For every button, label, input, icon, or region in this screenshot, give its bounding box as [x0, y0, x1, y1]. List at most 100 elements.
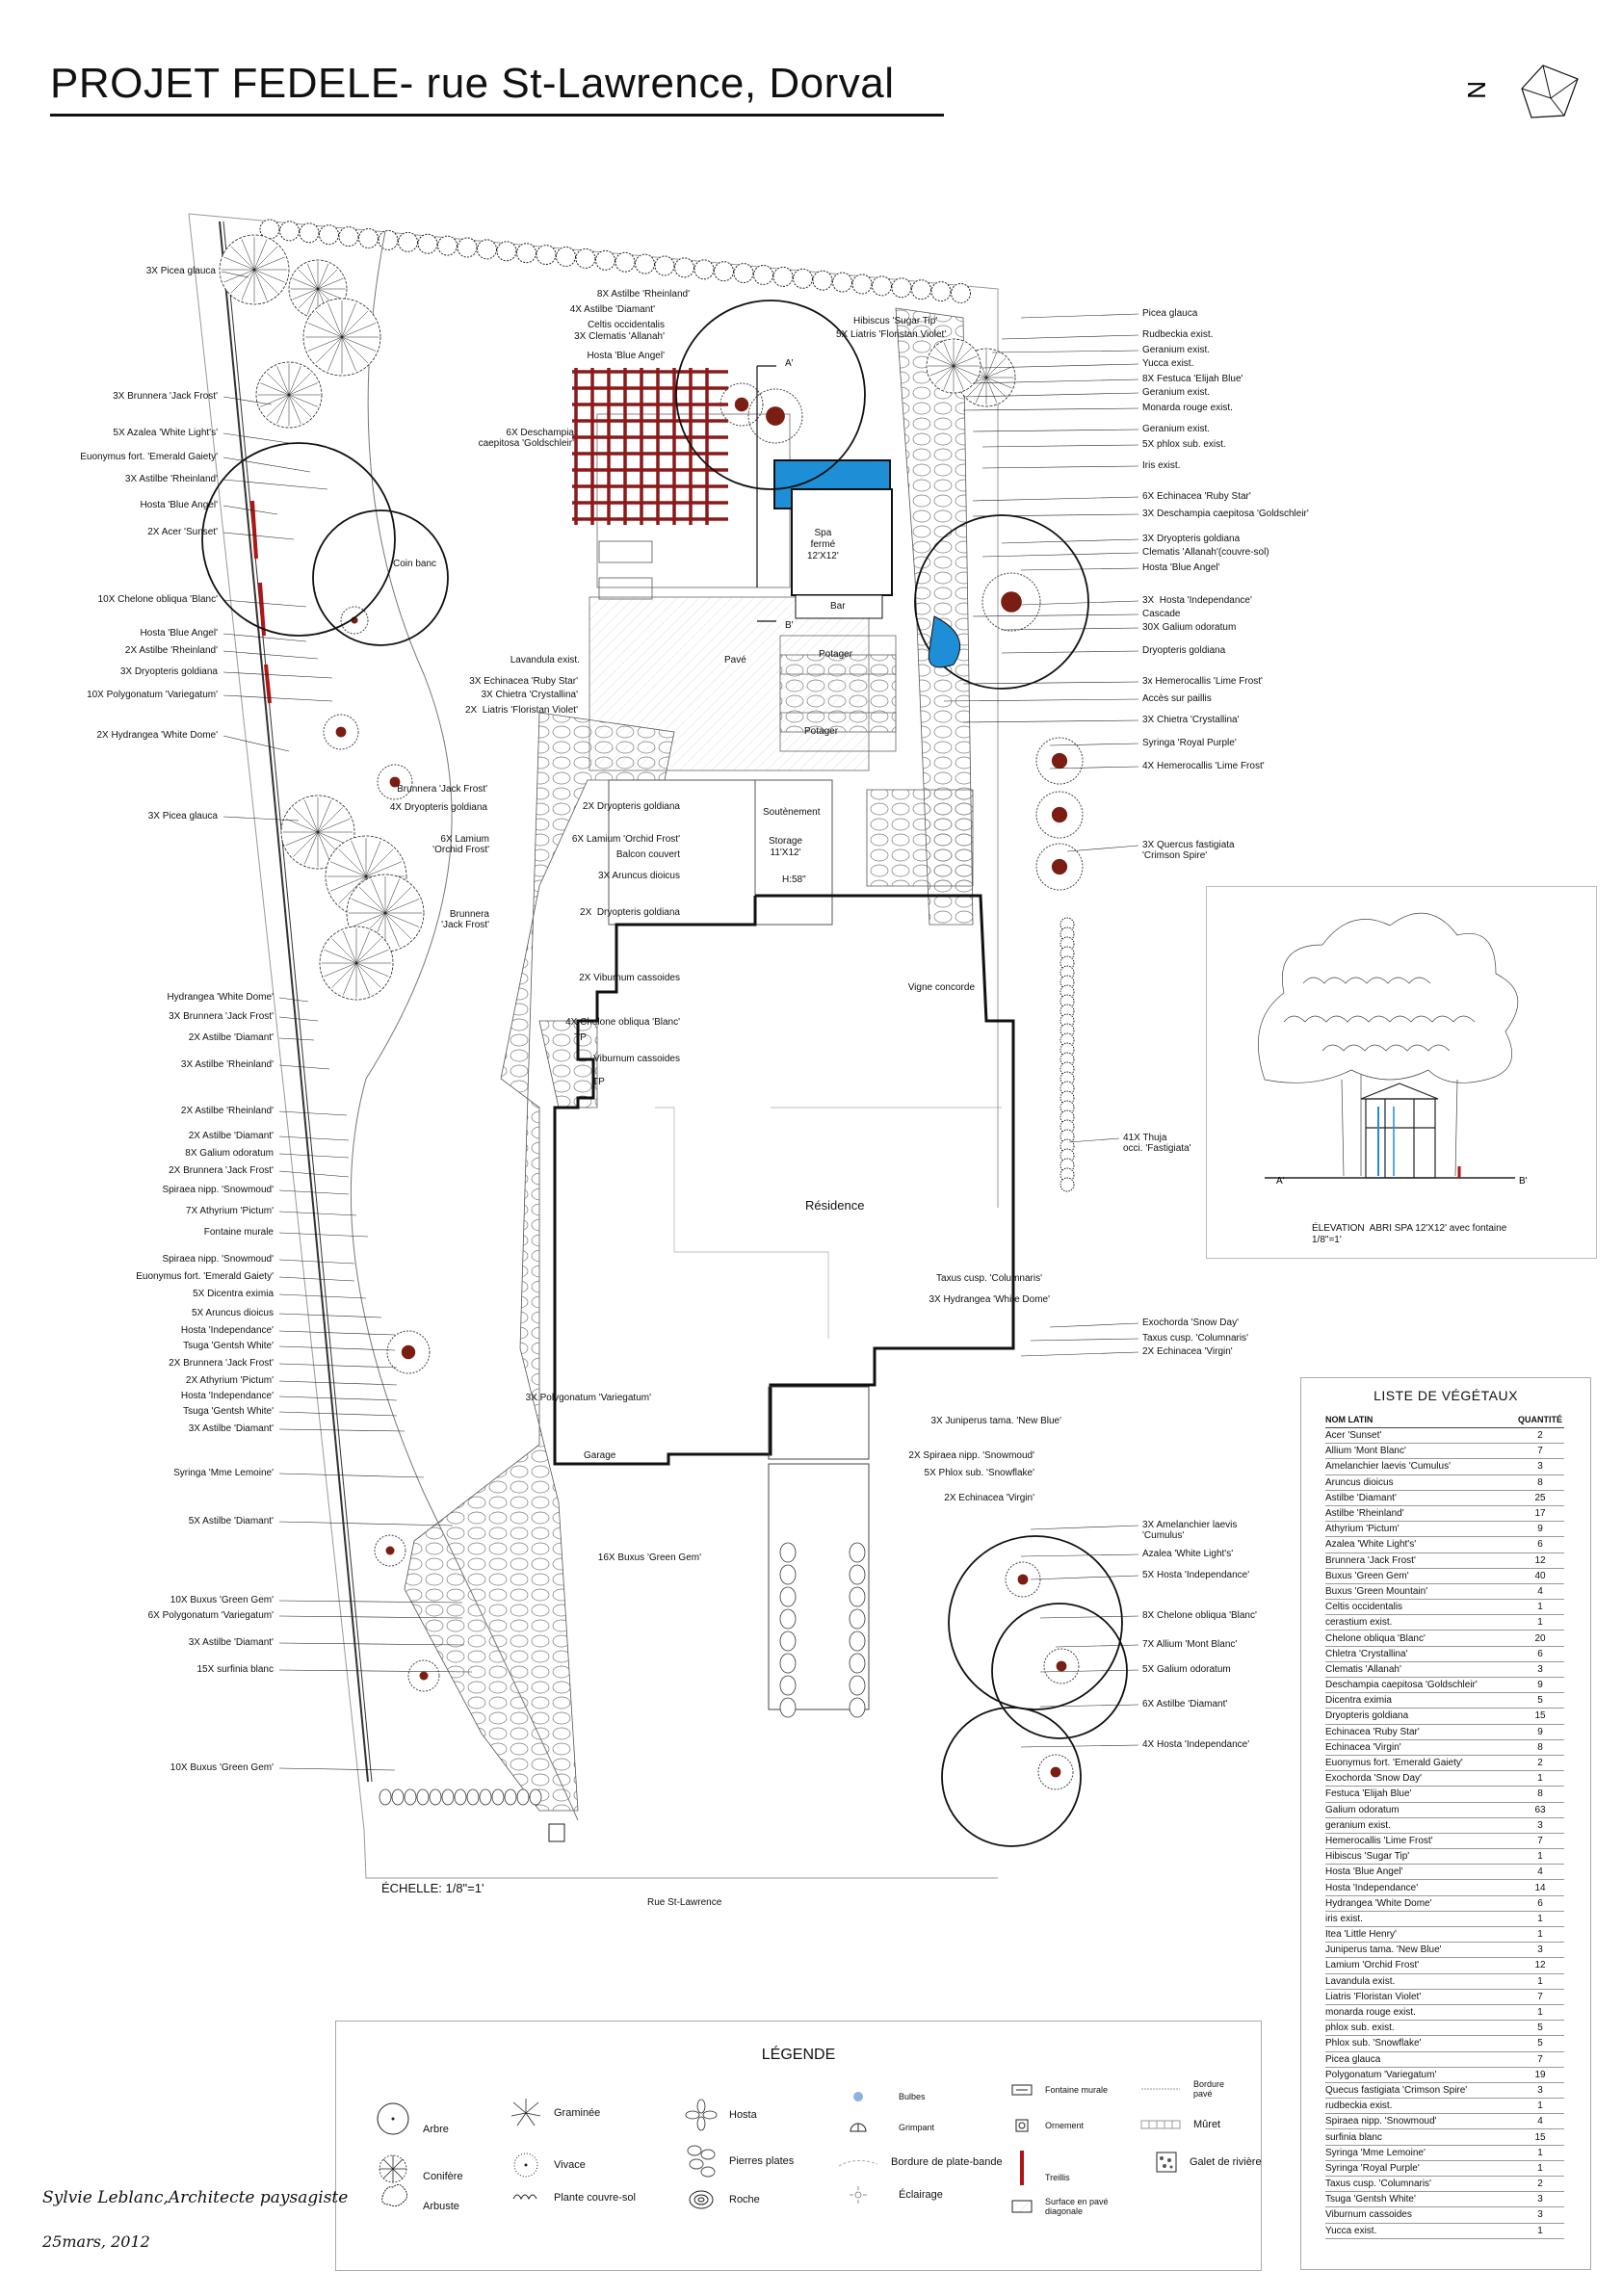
garage-label: Garage	[584, 1450, 616, 1461]
section-b-label: B'	[785, 620, 794, 631]
plant-name: phlox sub. exist.	[1325, 2020, 1516, 2037]
leader-line	[1020, 567, 1139, 571]
shrub-icon	[381, 2183, 408, 2207]
hedge-shrub	[753, 265, 773, 285]
climber-icon	[850, 2123, 867, 2132]
tree	[407, 1659, 440, 1692]
leader-line	[278, 1037, 315, 1041]
buxus-shrub	[466, 1788, 480, 1806]
plant-name: Viburnum cassoides	[1325, 2206, 1516, 2224]
left-plant-label: 2X Hydrangea 'White Dome'	[96, 730, 218, 741]
vegetation-row: Amelanchier laevis 'Cumulus'3	[1325, 1458, 1564, 1475]
vegetation-row: Hemerocallis 'Lime Frost'7	[1325, 1833, 1564, 1850]
leader-line	[943, 698, 1139, 702]
plant-name: Brunnera 'Jack Frost'	[1325, 1552, 1516, 1569]
light-icon	[850, 2186, 867, 2204]
plant-quantity: 6	[1516, 1646, 1564, 1662]
plant-quantity: 4	[1516, 1864, 1564, 1881]
hedge-shrub	[812, 270, 833, 291]
leader-line	[972, 429, 1139, 432]
left-plant-label: 3X Dryopteris goldiana	[119, 666, 218, 677]
leader-line	[278, 1380, 398, 1386]
leader-line	[1055, 1644, 1139, 1648]
legend-bulbes: Bulbes	[847, 2089, 926, 2104]
post	[548, 1823, 565, 1842]
hedge-top	[259, 219, 971, 303]
tree	[323, 714, 359, 750]
leader-line	[222, 599, 307, 608]
leader-line	[1001, 650, 1139, 654]
plant-quantity: 20	[1516, 1630, 1564, 1647]
left-plant-label: 2X Astilbe 'Rheinland'	[180, 1106, 274, 1116]
legend-hosta: Hosta	[685, 2099, 757, 2131]
buxus-shrub	[849, 1675, 866, 1696]
vegetation-row: Azalea 'White Light's'6	[1325, 1536, 1564, 1553]
center-plant-label: Brunnera 'Jack Frost'	[397, 784, 487, 795]
hedge-shrub	[674, 257, 694, 278]
trees	[323, 382, 1084, 1790]
right-plant-label: 30X Galium odoratum	[1142, 622, 1237, 633]
vegetation-row: Astilbe 'Diamant'25	[1325, 1490, 1564, 1506]
hedge-shrub	[693, 259, 715, 280]
plant-quantity: 7	[1516, 1833, 1564, 1850]
right-plant-label: 6X Echinacea 'Ruby Star'	[1142, 491, 1251, 502]
center-plant-label: Celtis occidentalis	[587, 320, 665, 330]
left-plant-label: 3X Astilbe 'Diamant'	[188, 1637, 274, 1648]
vegetation-row: Astilbe 'Rheinland'17	[1325, 1505, 1564, 1523]
plant-quantity: 4	[1516, 2113, 1564, 2130]
plant-quantity: 14	[1516, 1879, 1564, 1896]
leader-line	[278, 1259, 355, 1265]
residence-interior	[655, 1107, 1002, 1339]
residence-walls	[553, 894, 1015, 1466]
plant-name: Echinacea 'Ruby Star'	[1325, 1724, 1516, 1740]
hedge-shrub	[635, 253, 655, 274]
plant-quantity: 8	[1516, 1474, 1564, 1491]
plant-name: geranium exist.	[1325, 1817, 1516, 1834]
leader-line	[1039, 1704, 1139, 1708]
plant-quantity: 3	[1516, 2206, 1564, 2224]
plant-quantity: 7	[1516, 2051, 1564, 2068]
tree	[374, 1534, 406, 1567]
leader-line	[981, 444, 1139, 448]
vegetation-row: Exochorda 'Snow Day'1	[1325, 1770, 1564, 1787]
leader-line	[962, 407, 1139, 411]
plant-quantity: 3	[1516, 2082, 1564, 2100]
right-plant-label: 4X Hemerocallis 'Lime Frost'	[1142, 761, 1265, 771]
left-plant-label: 10X Buxus 'Green Gem'	[170, 1762, 274, 1773]
center-plant-label: Brunnera 'Jack Frost'	[441, 909, 489, 930]
plant-name: Buxus 'Green Gem'	[1325, 1568, 1516, 1584]
leader-line	[222, 633, 307, 642]
legend-vivace: Vivace	[510, 2149, 586, 2181]
plant-quantity: 25	[1516, 1490, 1564, 1506]
legend-pierres-plates: Pierres plates	[685, 2143, 794, 2179]
leader-line	[278, 1767, 396, 1771]
buxus-shrub	[391, 1788, 405, 1806]
plant-quantity: 1	[1516, 1926, 1564, 1944]
plant-name: Taxus cusp. 'Columnaris'	[1325, 2176, 1516, 2193]
leader-line	[222, 479, 328, 490]
plant-name: Dryopteris goldiana	[1325, 1708, 1516, 1725]
vegetation-row: Tsuga 'Gentsh White'3	[1325, 2191, 1564, 2208]
buxus-shrub	[779, 1586, 797, 1607]
plant-quantity: 2	[1516, 2176, 1564, 2193]
plant-name: Juniperus tama. 'New Blue'	[1325, 1942, 1516, 1959]
left-plant-label: 6X Polygonatum 'Variegatum'	[147, 1610, 274, 1621]
conifer	[319, 926, 394, 1001]
hedge-shrub	[595, 249, 615, 271]
leader-line	[1001, 627, 1139, 631]
plant-name: Astilbe 'Diamant'	[1325, 1490, 1516, 1506]
buxus-shrub	[404, 1788, 417, 1806]
buxus-shrub	[516, 1788, 530, 1806]
hedge-shrub	[832, 272, 852, 293]
center-plant-label: 3X Polygonatum 'Variegatum'	[525, 1393, 651, 1403]
right-plant-label: Dryopteris goldiana	[1142, 645, 1226, 656]
center-plant-label: 3X Aruncus dioicus	[597, 871, 680, 881]
tree	[1037, 1754, 1074, 1790]
center-plant-label: Balcon couvert	[615, 849, 680, 860]
left-plant-label: 3X Picea glauca	[145, 266, 216, 276]
buxus-shrub	[454, 1788, 467, 1806]
buxus-shrub	[479, 1788, 492, 1806]
right-plant-label: Rudbeckia exist.	[1142, 329, 1214, 340]
legend-eclairage: Éclairage	[847, 2185, 943, 2205]
